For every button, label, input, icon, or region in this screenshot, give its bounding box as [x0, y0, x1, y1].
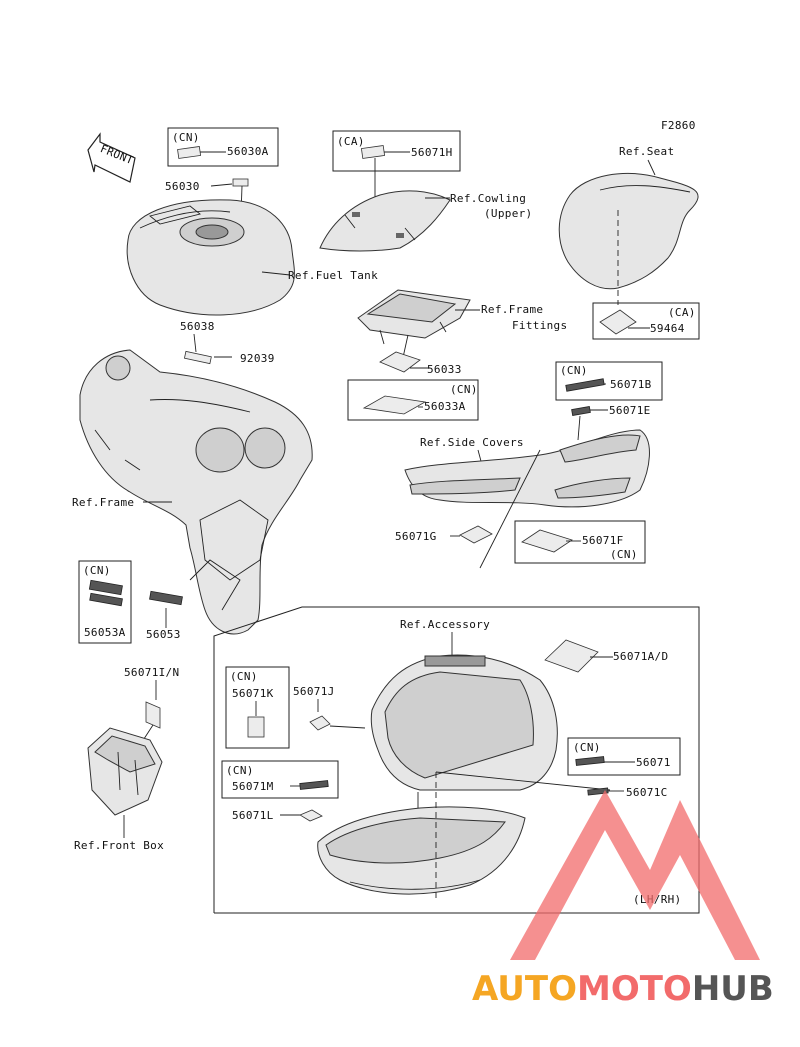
ref-cowling-upper: (Upper) [484, 207, 532, 220]
label-56071ad: 56071A/D [613, 650, 668, 663]
decal-56071ad [544, 639, 599, 673]
box-59464 [592, 302, 700, 340]
cn-56071k: (CN) [230, 670, 258, 683]
decal-56071f [521, 529, 573, 553]
label-56071g: 56071G [395, 530, 437, 543]
decal-56053 [149, 590, 183, 606]
decal-56071l [299, 809, 323, 822]
label-56071l: 56071L [232, 809, 274, 822]
ca-59464: (CA) [668, 306, 696, 319]
label-56033a: 56033A [424, 400, 466, 413]
decal-56071j [309, 715, 331, 731]
decal-56030a [177, 146, 202, 159]
ref-front-box: Ref.Front Box [74, 839, 164, 852]
side-covers [404, 429, 650, 508]
label-56071m: 56071M [232, 780, 274, 793]
fuel-tank [126, 199, 295, 316]
label-56030: 56030 [165, 180, 200, 193]
ref-accessory: Ref.Accessory [400, 618, 490, 631]
label-56071k: 56071K [232, 687, 274, 700]
watermark-text: AUTOMOTOHUB [472, 969, 774, 1009]
box-56053a [78, 560, 132, 644]
label-56071j: 56071J [293, 685, 335, 698]
decal-56033a [362, 395, 427, 415]
front-arrow-icon: FRONT [87, 132, 136, 183]
ref-frame-fittings: Ref.Frame [481, 303, 543, 316]
ref-seat: Ref.Seat [619, 145, 674, 158]
frame-fittings [357, 289, 471, 345]
watermark-moto: MOTO [577, 969, 692, 1009]
ref-cowling: Ref.Cowling [450, 192, 526, 205]
ref-side-covers: Ref.Side Covers [420, 436, 524, 449]
label-92039: 92039 [240, 352, 275, 365]
cn-56071b: (CN) [560, 364, 588, 377]
box-56071 [567, 737, 681, 776]
label-56038: 56038 [180, 320, 215, 333]
label-56071h: 56071H [411, 146, 453, 159]
top-case [317, 654, 558, 895]
label-56071: 56071 [636, 756, 671, 769]
decal-56033 [379, 351, 421, 373]
label-56053a: 56053A [84, 626, 126, 639]
label-56071f: 56071F [582, 534, 624, 547]
label-56071c: 56071C [626, 786, 668, 799]
front-box [87, 727, 163, 816]
box-56030a [167, 127, 279, 167]
decal-56053a-b [89, 592, 123, 607]
upper-cowling [319, 190, 451, 252]
watermark-auto: AUTO [472, 969, 577, 1009]
ref-frame-fittings-2: Fittings [512, 319, 567, 332]
label-56030a: 56030A [227, 145, 269, 158]
decal-56071h [360, 145, 386, 159]
label-56033: 56033 [427, 363, 462, 376]
box-56071k [225, 666, 290, 749]
decal-56071b [565, 378, 605, 392]
cn-56071f: (CN) [610, 548, 638, 561]
decal-59464 [599, 309, 637, 335]
ca-56071h: (CA) [337, 135, 365, 148]
ref-frame: Ref.Frame [72, 496, 134, 509]
box-56071b [555, 361, 663, 401]
seat [558, 173, 699, 290]
box-56071m [221, 760, 339, 799]
cn-56033a: (CN) [450, 383, 478, 396]
label-56071in: 56071I/N [124, 666, 179, 679]
frame [79, 349, 313, 635]
label-59464: 59464 [650, 322, 685, 335]
box-56071h [332, 130, 461, 172]
cn-56030a: (CN) [172, 131, 200, 144]
decal-56071k [247, 716, 265, 738]
decal-56071c [587, 787, 609, 796]
decal-56071in [145, 701, 161, 729]
accessory-frame [213, 606, 700, 914]
decal-56071e [571, 406, 591, 416]
ref-fuel-tank: Ref.Fuel Tank [288, 269, 378, 282]
decal-56038 [183, 350, 212, 365]
cn-56071: (CN) [573, 741, 601, 754]
decal-56030 [232, 178, 249, 187]
diagram-code: F2860 [661, 119, 696, 132]
box-56033a [347, 379, 479, 421]
cn-56071m: (CN) [226, 764, 254, 777]
label-56053: 56053 [146, 628, 181, 641]
decal-56071 [575, 756, 605, 766]
box-56071f [514, 520, 646, 564]
label-56071b: 56071B [610, 378, 652, 391]
watermark-logo-icon [510, 790, 760, 960]
label-56071e: 56071E [609, 404, 651, 417]
watermark-hub: HUB [692, 969, 774, 1009]
cn-56053a: (CN) [83, 564, 111, 577]
decal-56053a-a [88, 579, 123, 596]
decal-56071m [299, 780, 329, 790]
decal-56071g [459, 525, 493, 544]
